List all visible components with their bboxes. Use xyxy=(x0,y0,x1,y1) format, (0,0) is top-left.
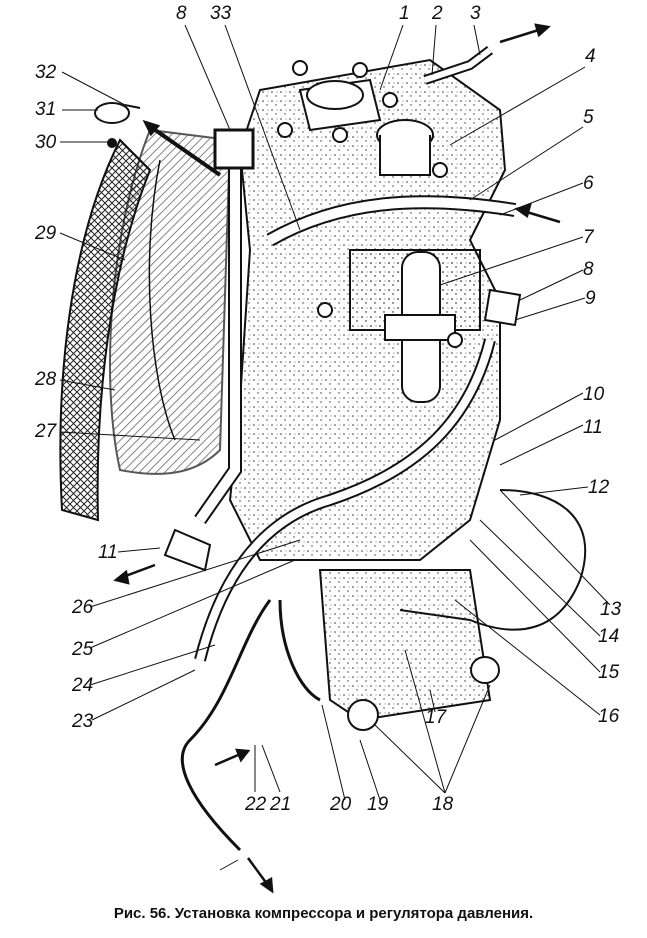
callout-label: 24 xyxy=(72,675,94,696)
callout-label: 26 xyxy=(72,597,94,618)
callout-label: 1 xyxy=(399,3,410,24)
callout-label: 29 xyxy=(35,223,57,244)
callout-label: 2 xyxy=(432,3,443,24)
leader-lines xyxy=(59,24,611,871)
callout-label: 28 xyxy=(35,369,57,390)
callout-label: 7 xyxy=(583,227,594,248)
callout-label: 20 xyxy=(330,794,352,815)
clamp-parts xyxy=(94,102,141,148)
callout-label: 11 xyxy=(583,417,603,438)
callout-label: 5 xyxy=(583,107,594,128)
flow-arrows xyxy=(113,23,561,894)
callout-label: 11 xyxy=(98,542,118,563)
callout-label: 13 xyxy=(600,599,622,620)
figure-caption: Рис. 56. Установка компрессора и регулят… xyxy=(113,905,534,922)
callout-label: 31 xyxy=(35,99,57,120)
callout-label: 22 xyxy=(245,794,267,815)
pipes-and-hoses xyxy=(163,46,587,852)
callout-label: 27 xyxy=(35,421,57,442)
callout-label: 3 xyxy=(470,3,481,24)
callout-label: 4 xyxy=(585,46,596,67)
radiator-fan xyxy=(59,128,232,522)
callout-label: 33 xyxy=(210,3,232,24)
callout-label: 15 xyxy=(598,662,620,683)
callout-label: 30 xyxy=(35,132,57,153)
callout-label: 8 xyxy=(176,3,187,24)
callout-label: 16 xyxy=(598,706,620,727)
callout-label: 17 xyxy=(425,707,447,728)
callout-label: 25 xyxy=(72,639,94,660)
callout-label: 9 xyxy=(585,288,596,309)
callout-label: 19 xyxy=(367,794,389,815)
callout-label: 23 xyxy=(72,711,94,732)
callout-label: 14 xyxy=(598,626,620,647)
callout-label: 6 xyxy=(583,173,594,194)
callout-label: 21 xyxy=(270,794,292,815)
callout-label: 32 xyxy=(35,62,57,83)
callout-label: 8 xyxy=(583,259,594,280)
callout-label: 12 xyxy=(588,477,610,498)
callout-label: 18 xyxy=(432,794,454,815)
callout-label: 10 xyxy=(583,384,605,405)
